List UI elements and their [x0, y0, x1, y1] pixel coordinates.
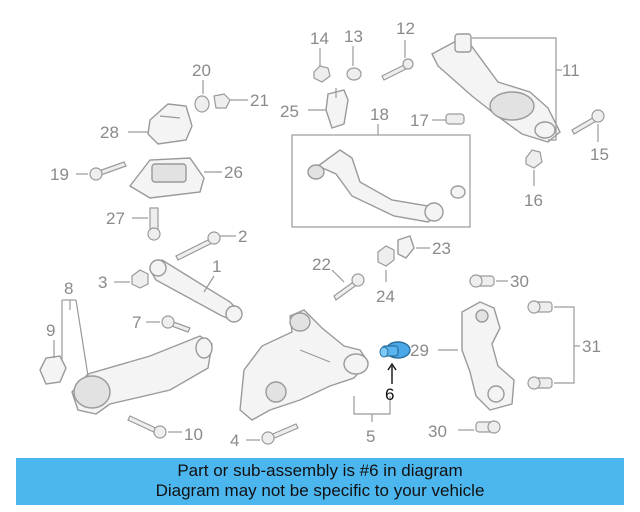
part-17-bolt [445, 113, 465, 125]
label-21: 21 [250, 91, 269, 110]
label-30-bottom: 30 [428, 422, 447, 441]
part-14-nut [313, 65, 331, 83]
part-22-bolt [333, 273, 365, 301]
label-22: 22 [312, 255, 331, 274]
parts-diagram: 11 12 13 14 25 20 21 28 26 19 [39, 19, 609, 450]
part-23-bracket [397, 235, 415, 259]
label-24: 24 [376, 287, 395, 306]
label-14: 14 [310, 29, 329, 48]
part-31-bolts [527, 300, 553, 390]
part-18-link [307, 149, 466, 223]
part-15-bolt [571, 109, 605, 135]
label-16: 16 [524, 191, 543, 210]
label-25: 25 [280, 102, 299, 121]
label-11: 11 [562, 61, 580, 80]
part-24-nut [377, 245, 395, 267]
label-26: 26 [224, 163, 243, 182]
banner-line-1: Part or sub-assembly is #6 in diagram [177, 461, 463, 480]
label-7: 7 [132, 313, 141, 332]
label-2: 2 [238, 227, 247, 246]
info-banner: Part or sub-assembly is #6 in diagram Di… [16, 458, 624, 505]
label-6: 6 [385, 385, 394, 404]
part-10-bolt [127, 415, 167, 439]
label-1: 1 [212, 257, 221, 276]
label-12: 12 [396, 19, 415, 38]
part-16-nut [525, 149, 543, 169]
part-12-bolt [381, 58, 414, 81]
part-19-bolt [89, 161, 127, 181]
part-4-bolt [261, 423, 299, 445]
banner-line-2: Diagram may not be specific to your vehi… [155, 481, 485, 500]
part-30-bolt-bottom [475, 420, 501, 434]
part-9-cap [39, 355, 67, 385]
label-31: 31 [582, 337, 601, 356]
part-1-link [149, 259, 243, 323]
label-20: 20 [192, 61, 211, 80]
label-30-top: 30 [510, 272, 529, 291]
part-6-bushing[interactable] [379, 341, 411, 359]
label-4: 4 [230, 431, 239, 450]
part-26-mount [128, 157, 205, 199]
part-5-knuckle [239, 309, 369, 421]
part-30-bolt-top [469, 274, 495, 288]
part-27-bolt [147, 207, 161, 241]
label-3: 3 [98, 273, 107, 292]
part-28-mount [147, 103, 193, 145]
part-25-bracket [325, 88, 349, 129]
part-7-bolt [161, 315, 191, 333]
label-19: 19 [50, 165, 69, 184]
label-8: 8 [64, 279, 73, 298]
part-2-bolt [175, 231, 221, 261]
part-11-control-arm [431, 33, 561, 143]
label-28: 28 [100, 123, 119, 142]
part-18-box [291, 134, 471, 228]
label-17: 17 [410, 111, 429, 130]
label-5: 5 [366, 427, 375, 446]
part-20-washer [194, 95, 210, 113]
part-8-trailing-arm [71, 335, 213, 415]
part-3-nut [131, 269, 149, 289]
label-29: 29 [410, 341, 429, 360]
part-29-carrier [461, 301, 515, 411]
label-27: 27 [106, 209, 125, 228]
label-15: 15 [590, 145, 609, 164]
label-9: 9 [46, 321, 55, 340]
label-13: 13 [344, 27, 363, 46]
label-23: 23 [432, 239, 451, 258]
part-13-washer [346, 67, 362, 81]
part-21-nut [213, 93, 231, 109]
label-10: 10 [184, 425, 203, 444]
label-18: 18 [370, 105, 389, 124]
